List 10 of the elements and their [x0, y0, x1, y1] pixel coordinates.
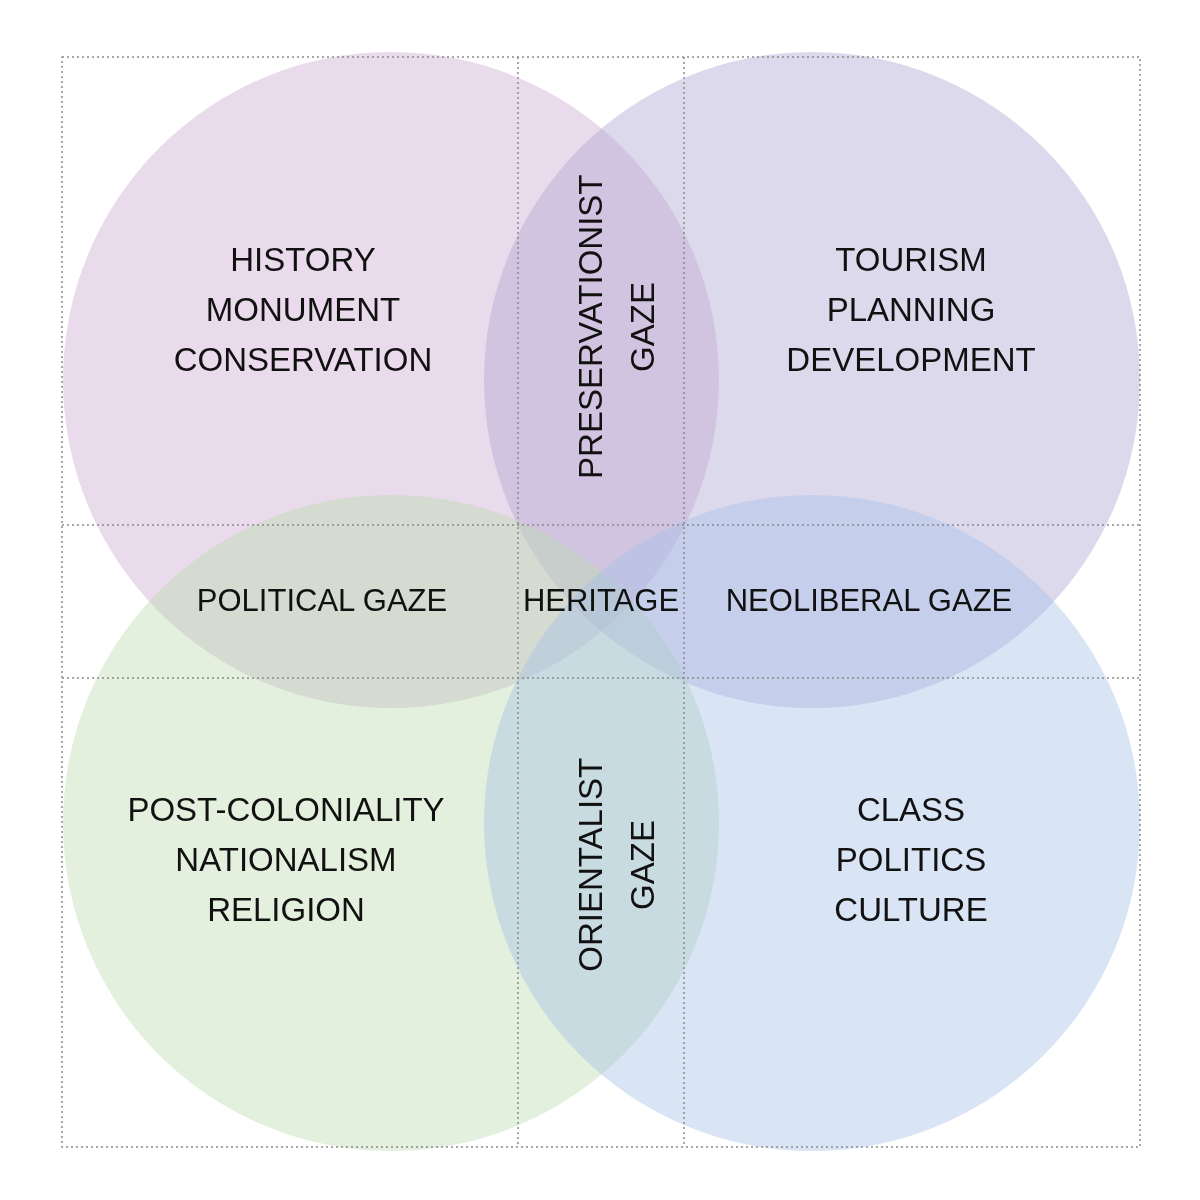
- circle-label: TOURISM PLANNING DEVELOPMENT: [785, 240, 1037, 380]
- overlap-label: PRESERVATIONIST GAZE: [571, 175, 662, 479]
- overlap-label: NEOLIBERAL GAZE: [725, 582, 1013, 620]
- center-label: HERITAGE: [522, 582, 680, 620]
- circle-label: CLASS POLITICS CULTURE: [833, 790, 989, 930]
- circle-label: HISTORY MONUMENT CONSERVATION: [172, 240, 434, 380]
- overlap-label: ORIENTALIST GAZE: [571, 758, 662, 972]
- circle-label: POST-COLONIALITY NATIONALISM RELIGION: [126, 790, 446, 930]
- venn-circle: [484, 495, 1140, 1151]
- overlap-label: POLITICAL GAZE: [196, 582, 448, 620]
